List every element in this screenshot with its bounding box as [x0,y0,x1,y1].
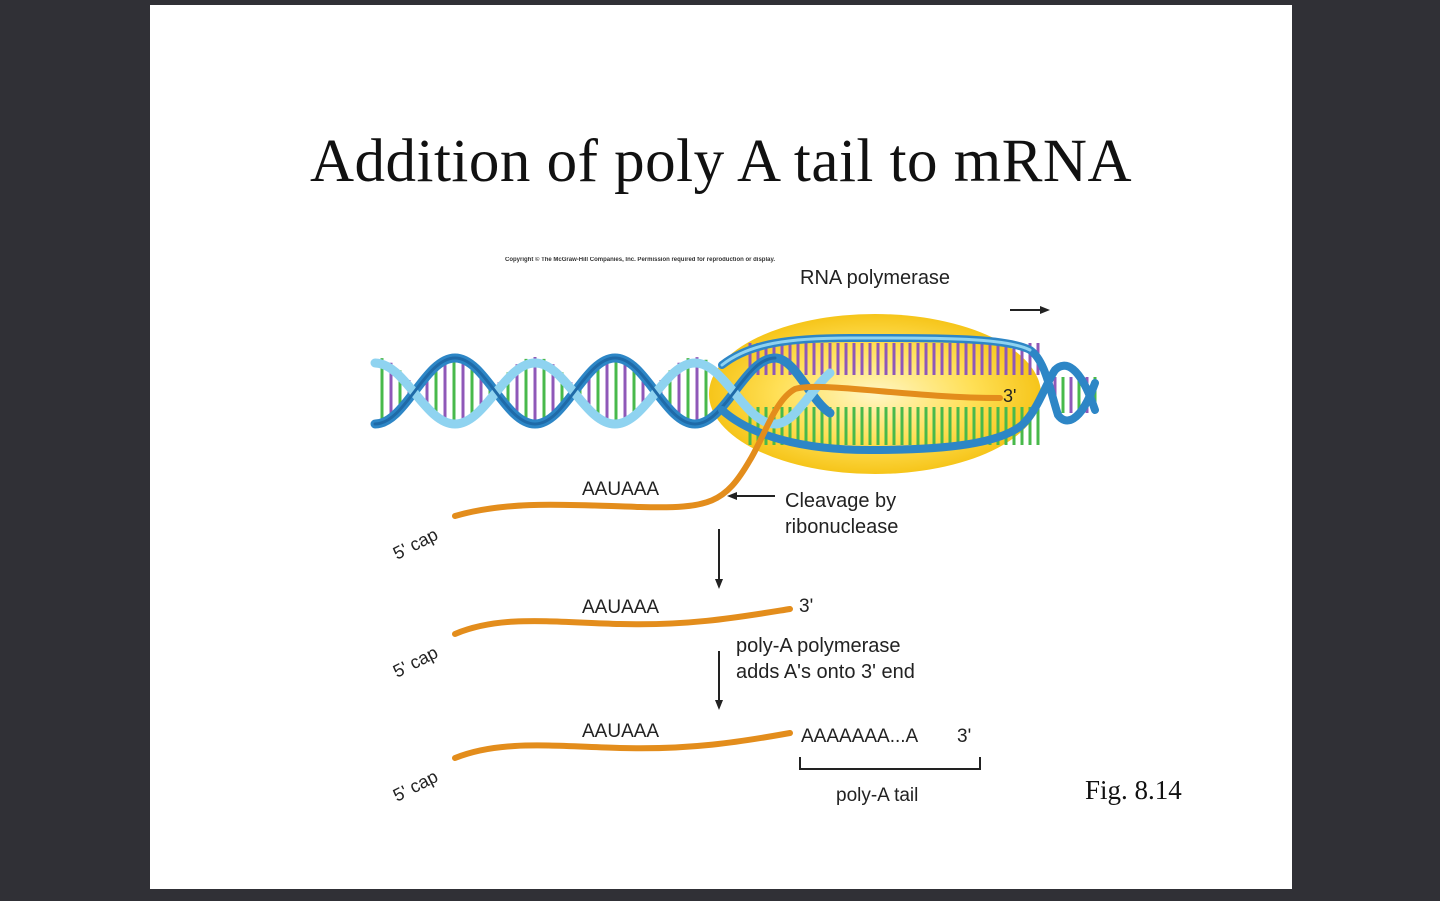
stage2-five-cap-label: 5' cap [390,642,441,681]
poly-a-tail-label: poly-A tail [836,785,918,806]
copyright-notice: Copyright © The McGraw-Hill Companies, I… [505,257,776,263]
slide-title: Addition of poly A tail to mRNA [309,128,1133,195]
nascent-rna-strand [452,383,1003,519]
slide: Addition of poly A tail to mRNA Copyrigh… [150,5,1292,889]
rna-polymerase-label: RNA polymerase [800,267,950,289]
polya-polymerase-label-line1: poly-A polymerase [736,635,901,657]
polyadenylation-diagram: 3' RNA polymerase AAUAAA 5' cap Cleavage… [370,267,1099,806]
rna-three-prime-label: 3' [1003,386,1016,406]
stage2-three-prime-label: 3' [799,596,813,617]
polya-polymerase-label-line2: adds A's onto 3' end [736,661,915,683]
stage1-signal-label: AAUAAA [582,479,659,500]
direction-arrow-head [1040,306,1050,314]
dna-backbone-strand-1-highlight [373,356,777,426]
figure-label: Fig. 8.14 [1085,775,1182,805]
down-arrow-2-head [715,700,723,710]
stage3-signal-label: AAUAAA [582,721,659,742]
cleavage-label-line2: ribonuclease [785,516,898,538]
cleaved-rna-strand [452,606,793,637]
poly-a-sequence-label: AAAAAAA...A [801,726,919,747]
stage3-three-prime-label: 3' [957,726,971,747]
polyadenylated-rna-strand [452,730,793,761]
cleavage-label-line1: Cleavage by [785,490,896,512]
down-arrow-1-head [715,579,723,589]
dna-bubble-top-highlight [720,336,1032,367]
cleavage-arrow-head [727,492,737,500]
stage1-five-cap-label: 5' cap [390,524,441,563]
stage3-five-cap-label: 5' cap [390,766,441,805]
poly-a-tail-bracket [799,757,981,770]
dna-bubble-bottom-strand [718,361,1099,455]
stage2-signal-label: AAUAAA [582,597,659,618]
